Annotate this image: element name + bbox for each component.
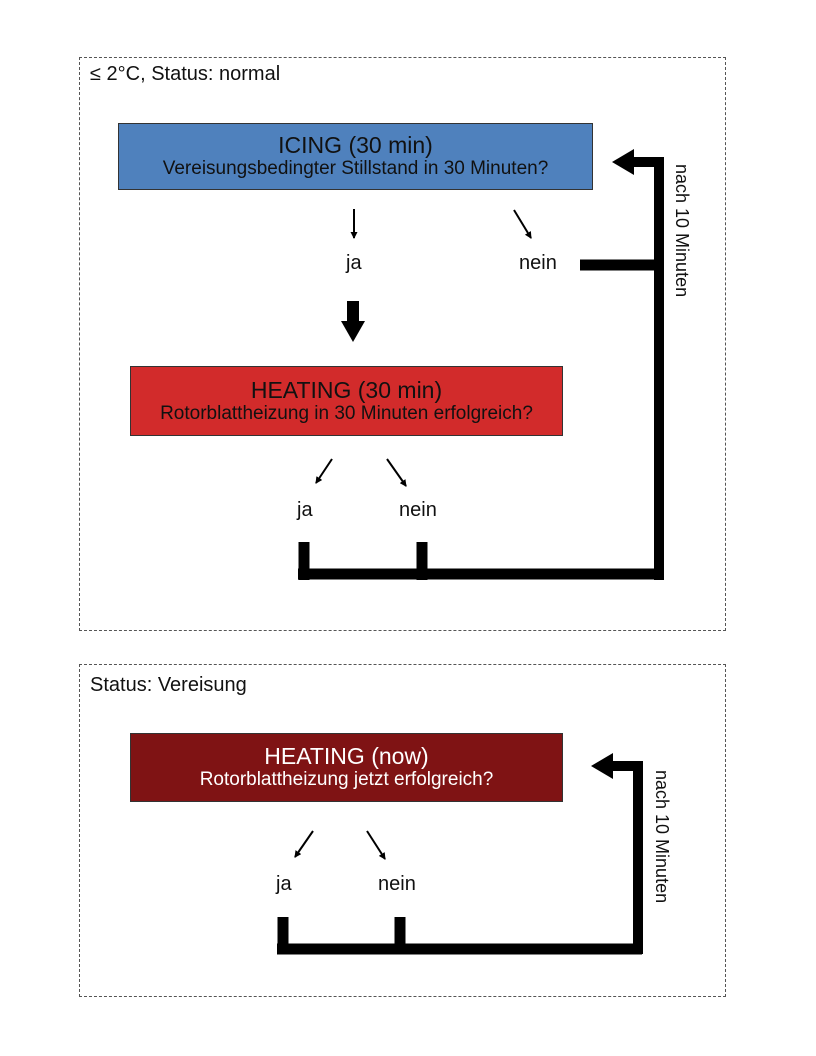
panel-status-normal <box>79 57 726 631</box>
icing-no-label: nein <box>519 252 557 274</box>
heating-now-no-label: nein <box>378 873 416 895</box>
icing-box-subtitle: Vereisungsbedingter Stillstand in 30 Min… <box>162 158 549 179</box>
panel-status-vereisung <box>79 664 726 997</box>
heating-now-no-arrow <box>366 830 386 860</box>
icing-30min-box: ICING (30 min) Vereisungsbedingter Still… <box>118 123 593 190</box>
heating-now-yes-arrow <box>294 830 314 858</box>
loop-back-to-icing <box>580 149 664 580</box>
heating-30min-yes-arrow <box>315 458 333 484</box>
icing-box-title: ICING (30 min) <box>278 132 433 158</box>
panel-normal-title: ≤ 2°C, Status: normal <box>90 63 281 85</box>
icing-no-arrow <box>513 209 532 239</box>
heating-30min-no-arrow <box>386 458 407 487</box>
heating-30min-no-label: nein <box>399 499 437 521</box>
heating-now-box: HEATING (now) Rotorblattheizung jetzt er… <box>130 733 563 802</box>
heating-30min-title: HEATING (30 min) <box>250 377 443 403</box>
panel-icing-title: Status: Vereisung <box>90 674 247 696</box>
heating-30min-subtitle: Rotorblattheizung in 30 Minuten erfolgre… <box>160 403 533 424</box>
heating-30min-yes-label: ja <box>297 499 313 521</box>
heating-now-subtitle: Rotorblattheizung jetzt erfolgreich? <box>199 769 494 790</box>
heating-now-yes-label: ja <box>276 873 292 895</box>
heating-30min-bracket <box>298 542 664 580</box>
heating-now-title: HEATING (now) <box>264 743 429 769</box>
heating-30min-box: HEATING (30 min) Rotorblattheizung in 30… <box>130 366 563 436</box>
down-arrow-to-heating <box>341 301 365 342</box>
icing-yes-label: ja <box>346 252 362 274</box>
heating-now-loop <box>277 753 643 955</box>
